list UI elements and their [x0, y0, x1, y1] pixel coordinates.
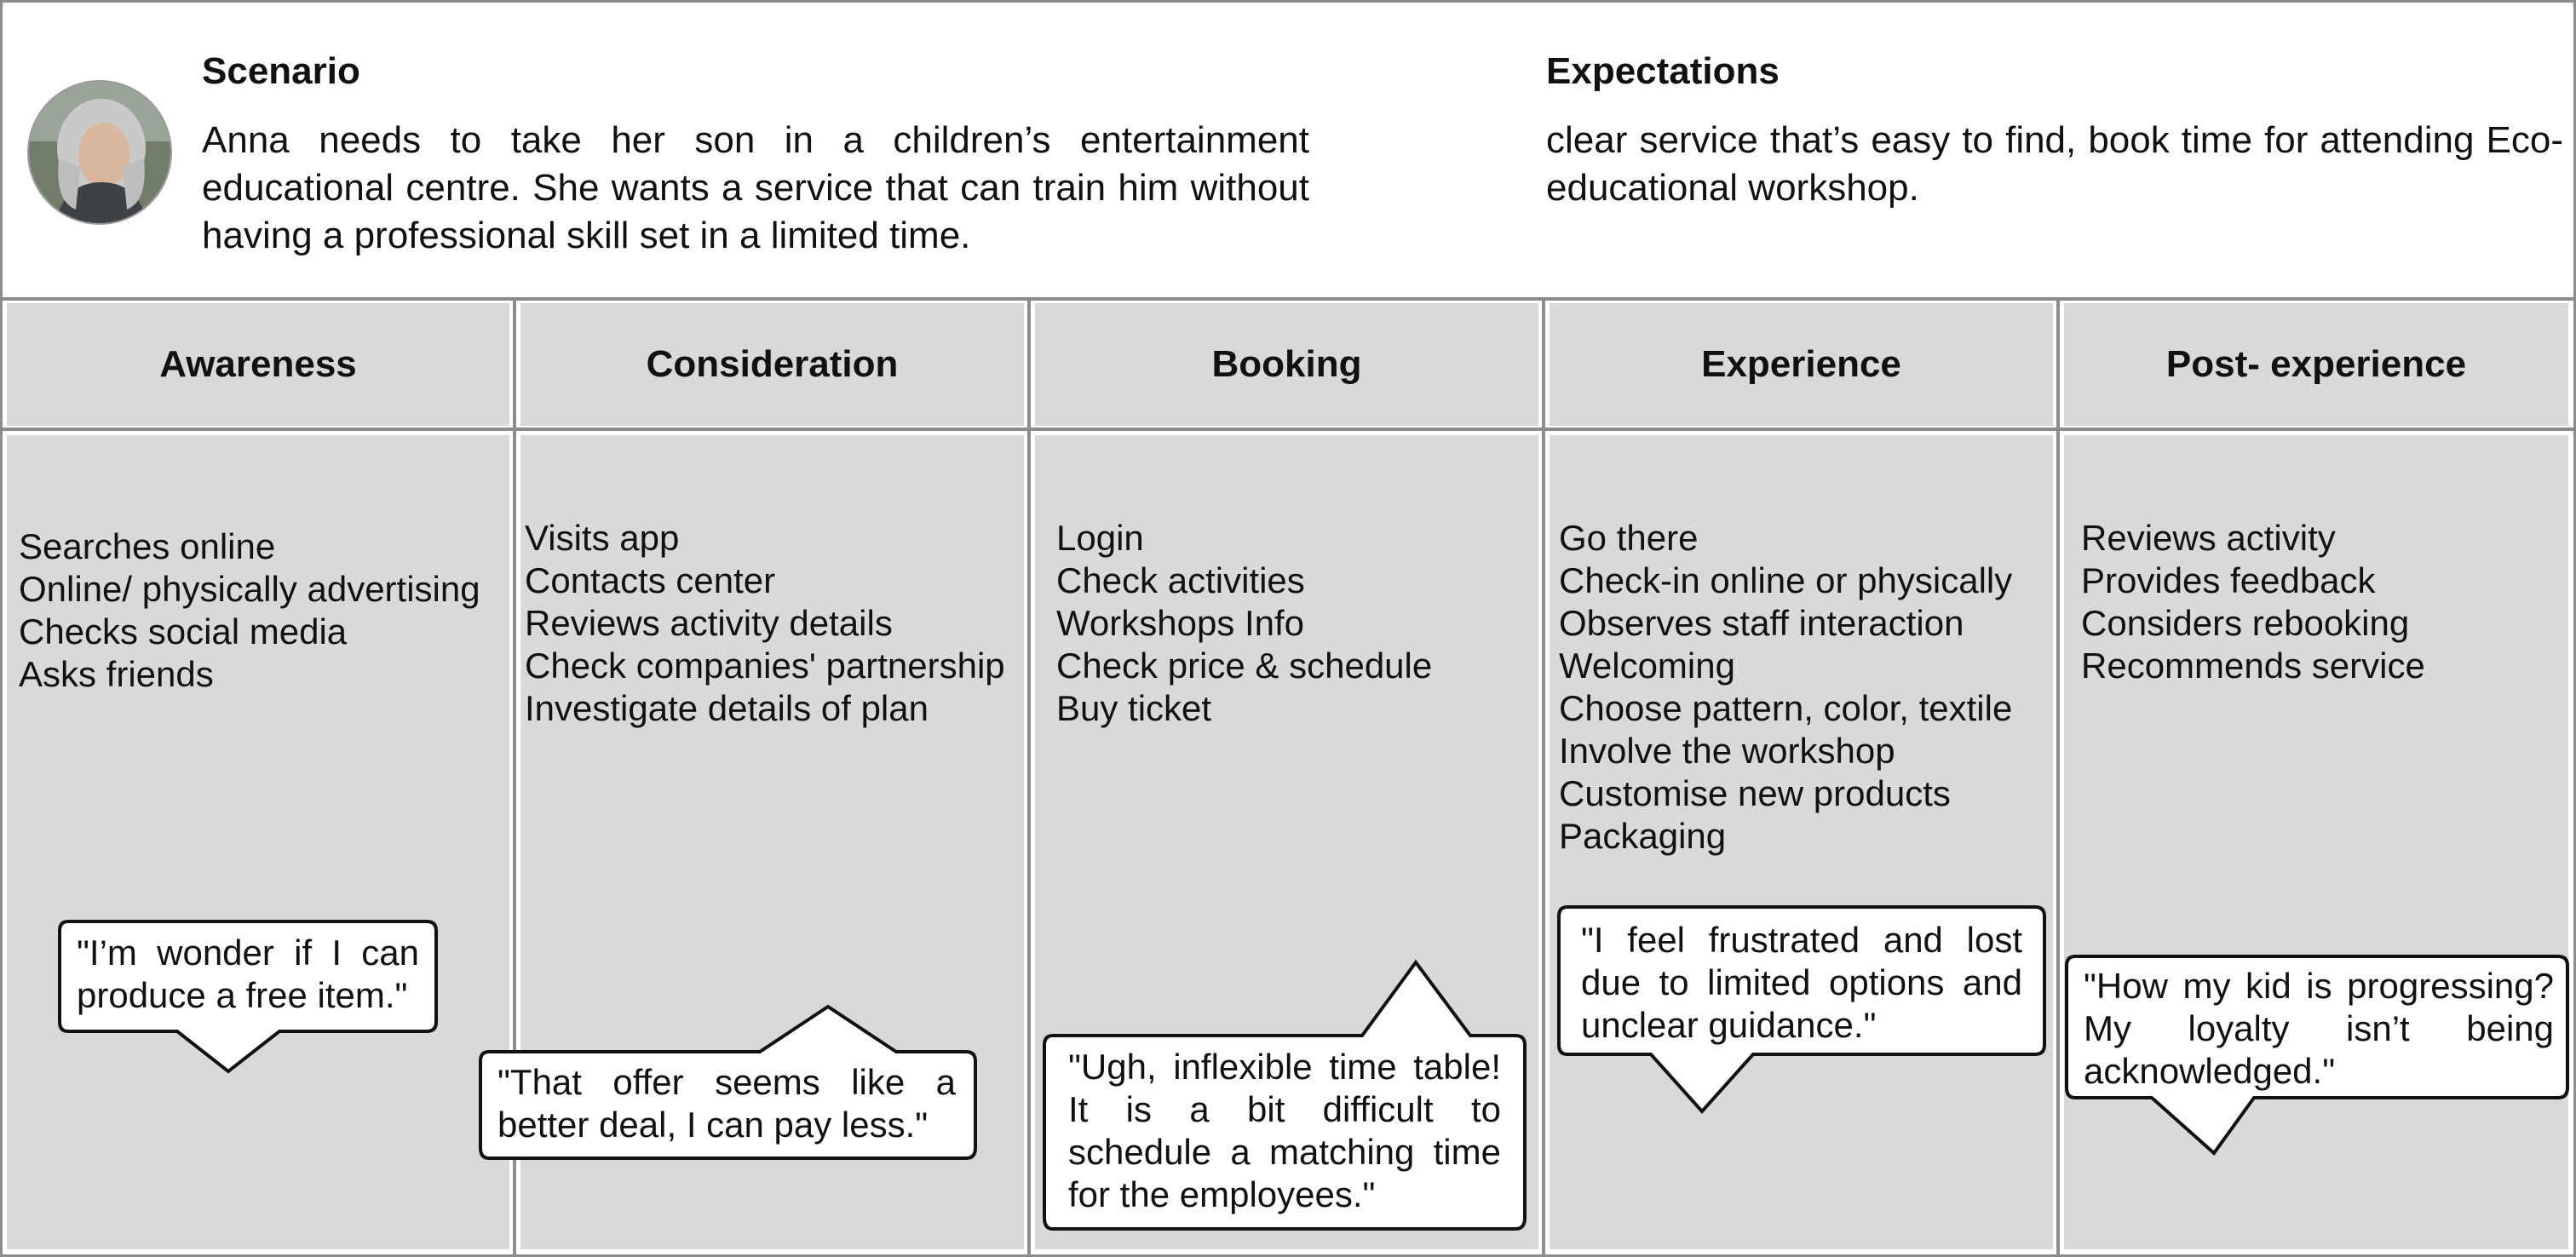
action-item: Buy ticket — [1056, 688, 1212, 728]
action-item: Recommends service — [2081, 646, 2425, 686]
persona-avatar — [27, 80, 172, 225]
action-item: Visits app — [525, 518, 680, 558]
action-item: Login — [1056, 518, 1144, 558]
quote-text: "Ugh, inflexible time table! It is a bit… — [1068, 1047, 1501, 1214]
quote-text: "I feel frustrated and lost due to limit… — [1581, 920, 2022, 1045]
actions-list-awareness: Searches online Online/ physically adver… — [19, 525, 480, 696]
action-item: Involve the workshop — [1559, 731, 1895, 771]
actions-list-experience: Go there Check-in online or physically O… — [1559, 517, 2012, 858]
action-item: Observes staff interaction — [1559, 603, 1964, 643]
action-item: Choose pattern, color, textile — [1559, 688, 2013, 728]
stage-header-awareness: Awareness — [7, 303, 509, 426]
action-item: Reviews activity details — [525, 603, 893, 643]
persona-header: Scenario Anna needs to take her son in a… — [3, 3, 2573, 297]
action-item: Check activities — [1056, 560, 1305, 600]
column-divider — [1027, 297, 1031, 1257]
action-item: Searches online — [19, 526, 276, 566]
action-item: Packaging — [1559, 816, 1727, 856]
quote-text: "How my kid is progressing? My loyalty i… — [2084, 966, 2554, 1091]
stage-body-awareness — [7, 435, 509, 1249]
column-divider — [1542, 297, 1545, 1257]
stage-header-booking: Booking — [1035, 303, 1538, 426]
action-item: Welcoming — [1559, 646, 1735, 686]
stage-header-experience: Experience — [1550, 303, 2053, 426]
stage-header-post-experience: Post- experience — [2064, 303, 2568, 426]
action-item: Online/ physically advertising — [19, 569, 480, 609]
action-item: Provides feedback — [2081, 560, 2376, 600]
actions-list-booking: Login Check activities Workshops Info Ch… — [1056, 517, 1432, 730]
action-item: Workshops Info — [1056, 603, 1305, 643]
action-item: Checks social media — [19, 611, 348, 651]
actions-list-consideration: Visits app Contacts center Reviews activ… — [525, 517, 1005, 730]
stage-body-post-experience — [2064, 435, 2568, 1249]
header-divider — [0, 297, 2576, 301]
stage-header-divider — [0, 428, 2576, 431]
expectations-text: clear service that’s easy to find, book … — [1546, 119, 2563, 209]
action-item: Considers rebooking — [2081, 603, 2410, 643]
quote-text: "That offer seems like a better deal, I … — [497, 1062, 956, 1145]
stage-body-experience — [1550, 435, 2053, 1249]
actions-list-post-experience: Reviews activity Provides feedback Consi… — [2081, 517, 2425, 687]
action-item: Check companies' partnership — [525, 646, 1005, 686]
action-item: Check-in online or physically — [1559, 560, 2013, 600]
action-item: Investigate details of plan — [525, 688, 929, 728]
scenario-title: Scenario — [202, 50, 360, 92]
expectations-title: Expectations — [1546, 50, 1780, 92]
quote-text: "I’m wonder if I can produce a free item… — [77, 933, 419, 1015]
action-item: Customise new products — [1559, 773, 1951, 813]
action-item: Asks friends — [19, 654, 214, 694]
column-divider — [513, 297, 516, 1257]
action-item: Reviews activity — [2081, 518, 2336, 558]
stage-header-consideration: Consideration — [520, 303, 1024, 426]
scenario-text: Anna needs to take her son in a children… — [202, 119, 1309, 256]
action-item: Check price & schedule — [1056, 646, 1433, 686]
action-item: Contacts center — [525, 560, 776, 600]
action-item: Go there — [1559, 518, 1699, 558]
column-divider — [2056, 297, 2060, 1257]
